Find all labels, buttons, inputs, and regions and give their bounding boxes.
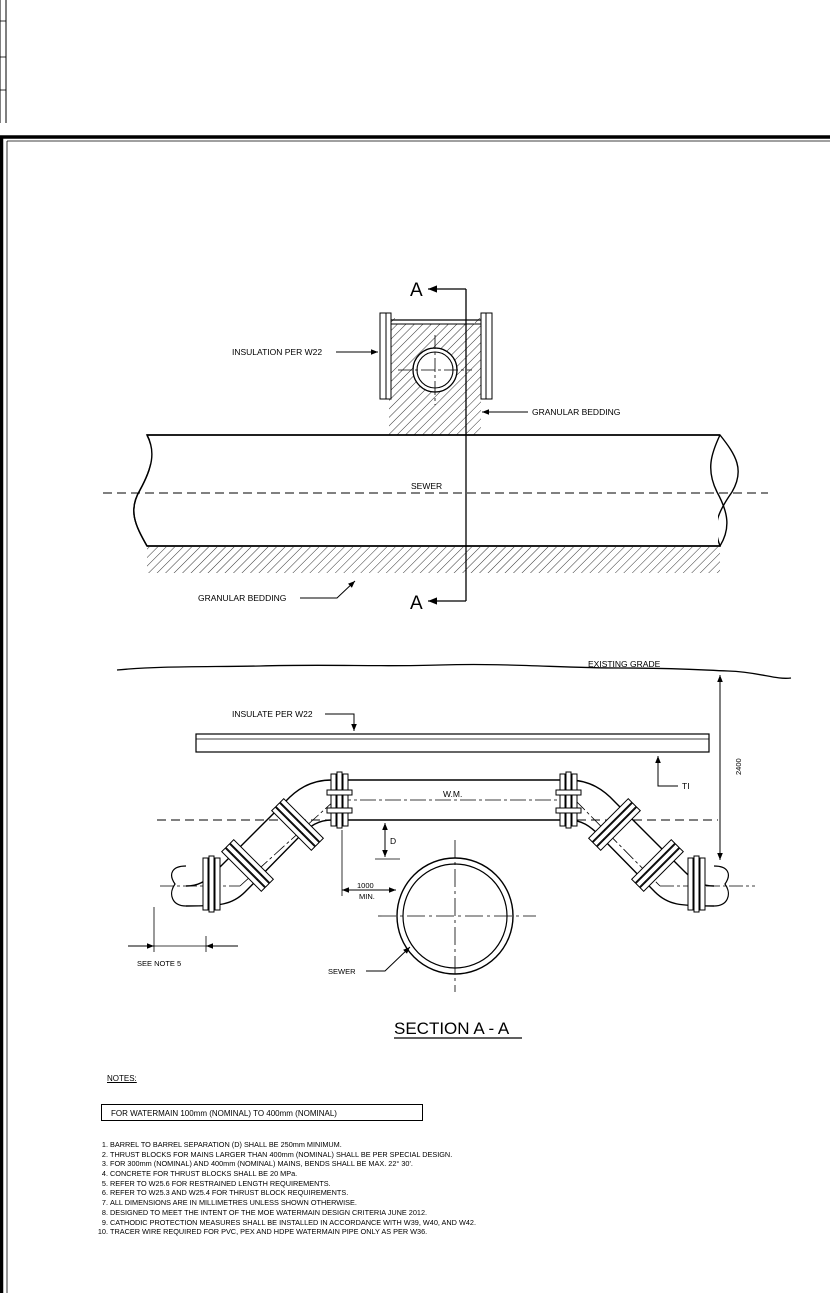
bedding-top-label: GRANULAR BEDDING <box>532 407 620 417</box>
insulation-board-left <box>379 312 387 400</box>
note-number: 4. <box>101 1169 108 1179</box>
insulation-board-right <box>485 312 493 400</box>
note-text: BARREL TO BARREL SEPARATION (D) SHALL BE… <box>110 1140 342 1149</box>
note-number: 3. <box>101 1159 108 1169</box>
note-item: 10.TRACER WIRE REQUIRED FOR PVC, PEX AND… <box>0 1227 820 1237</box>
scope-box: FOR WATERMAIN 100mm (NOMINAL) TO 400mm (… <box>101 1104 423 1121</box>
plan-view: A A INSULATION PER W22 GRANULAR BEDDING … <box>103 280 768 614</box>
note-text: THRUST BLOCKS FOR MAINS LARGER THAN 400m… <box>110 1149 453 1159</box>
note-number: 10. <box>97 1227 108 1237</box>
wm-label: W.M. <box>443 789 462 799</box>
note-item: 3.FOR 300mm (NOMINAL) AND 400mm (NOMINAL… <box>0 1159 820 1169</box>
note-text: DESIGNED TO MEET THE INTENT OF THE MOE W… <box>110 1207 428 1217</box>
note-number: 8. <box>101 1207 108 1217</box>
note-item: 7.ALL DIMENSIONS ARE IN MILLIMETRES UNLE… <box>0 1198 820 1208</box>
bedding-bottom-label: GRANULAR BEDDING <box>198 593 286 603</box>
note-item: 9.CATHODIC PROTECTION MEASURES SHALL BE … <box>0 1218 820 1228</box>
existing-grade-label: EXISTING GRADE <box>588 659 661 669</box>
note-item: 4.CONCRETE FOR THRUST BLOCKS SHALL BE 20… <box>0 1169 820 1179</box>
section-view: EXISTING GRADE 2400 INSULATE PER W22 TI … <box>116 659 792 1039</box>
section-mark-bottom: A <box>410 593 423 614</box>
note-text: REFER TO W25.3 AND W25.4 FOR THRUST BLOC… <box>110 1188 349 1198</box>
note-text: FOR 300mm (NOMINAL) AND 400mm (NOMINAL) … <box>110 1159 413 1169</box>
watermain-pipe-horizontal <box>335 779 575 821</box>
note-number: 6. <box>101 1188 108 1198</box>
insulation-label: INSULATION PER W22 <box>232 347 322 357</box>
insulation-board-left-inner <box>385 312 392 400</box>
section-mark-top: A <box>410 280 423 301</box>
flanges-right <box>555 771 706 913</box>
flanges-left <box>202 771 353 913</box>
note-text: CONCRETE FOR THRUST BLOCKS SHALL BE 20 M… <box>110 1169 298 1179</box>
note-item: 8.DESIGNED TO MEET THE INTENT OF THE MOE… <box>0 1208 820 1218</box>
sewer-label-section: SEWER <box>328 967 356 976</box>
sewer-label-plan: SEWER <box>411 481 442 491</box>
separation-label: D <box>390 836 396 846</box>
note-item: 2.THRUST BLOCKS FOR MAINS LARGER THAN 40… <box>0 1150 820 1160</box>
note-number: 9. <box>101 1217 108 1227</box>
insulation-board-right-inner <box>480 312 487 400</box>
sheet-border <box>0 135 830 1293</box>
clearance-suffix: MIN. <box>359 892 375 901</box>
note-item: 1.BARREL TO BARREL SEPARATION (D) SHALL … <box>0 1140 820 1150</box>
insulate-label: INSULATE PER W22 <box>232 709 313 719</box>
note-list: 1.BARREL TO BARREL SEPARATION (D) SHALL … <box>0 1140 820 1237</box>
see-note-label: SEE NOTE 5 <box>137 959 181 968</box>
section-title: SECTION A - A <box>394 1019 510 1038</box>
note-text: REFER TO W25.6 FOR RESTRAINED LENGTH REQ… <box>110 1178 331 1188</box>
title-block-fragment <box>0 0 7 123</box>
note-number: 2. <box>101 1149 108 1159</box>
note-text: CATHODIC PROTECTION MEASURES SHALL BE IN… <box>110 1217 476 1227</box>
watermain-bedding-clear <box>395 318 475 324</box>
notes-block: NOTES: FOR WATERMAIN 100mm (NOMINAL) TO … <box>0 1074 830 1289</box>
clearance-value: 1000 <box>357 881 374 890</box>
ti-label: TI <box>682 781 690 791</box>
depth-dimension: 2400 <box>734 758 743 775</box>
note-text: ALL DIMENSIONS ARE IN MILLIMETRES UNLESS… <box>110 1198 357 1208</box>
notes-heading: NOTES: <box>107 1074 137 1083</box>
note-number: 7. <box>101 1198 108 1208</box>
note-item: 5.REFER TO W25.6 FOR RESTRAINED LENGTH R… <box>0 1179 820 1189</box>
note-number: 5. <box>101 1178 108 1188</box>
note-number: 1. <box>101 1140 108 1149</box>
sewer-bedding-hatch <box>147 547 720 573</box>
note-text: TRACER WIRE REQUIRED FOR PVC, PEX AND HD… <box>110 1227 428 1237</box>
note-item: 6.REFER TO W25.3 AND W25.4 FOR THRUST BL… <box>0 1188 820 1198</box>
insulation-board-section <box>195 733 710 753</box>
existing-grade-line <box>116 663 792 679</box>
